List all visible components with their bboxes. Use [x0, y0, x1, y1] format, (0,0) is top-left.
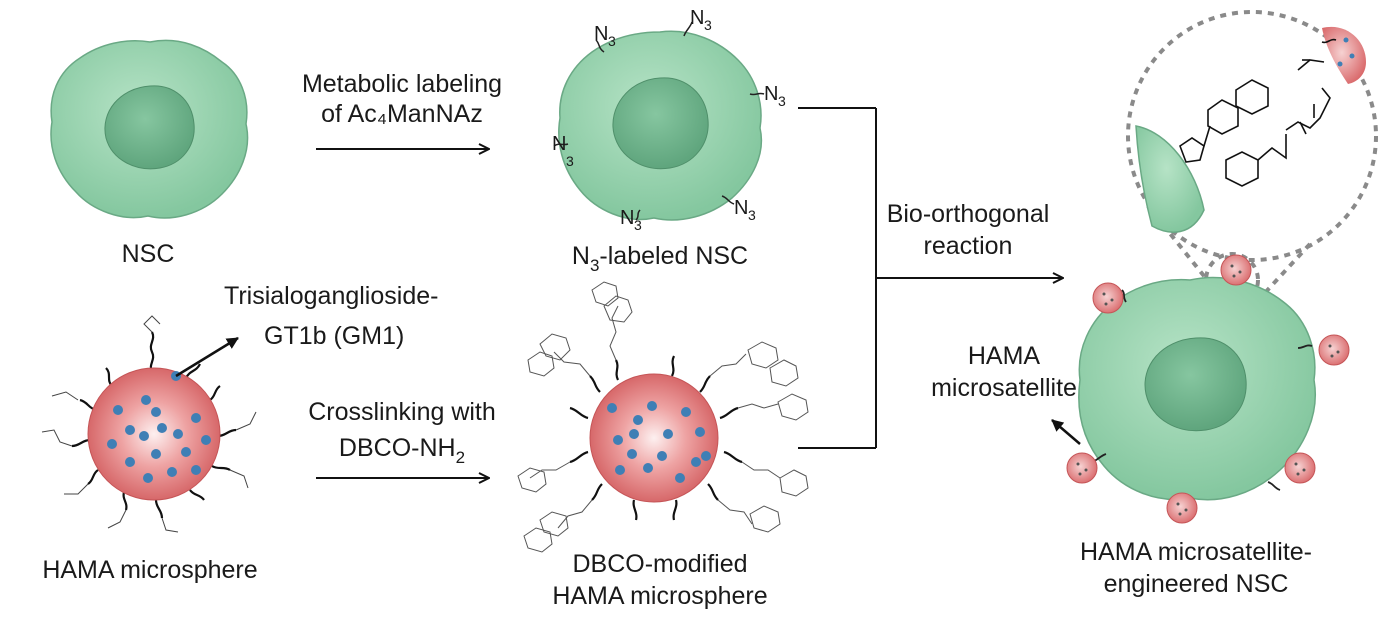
azide-group-5: N 3 [620, 207, 642, 233]
n3-labeled-nsc-cell [553, 21, 765, 221]
azide-group-1: N 3 [594, 23, 616, 49]
microsatellite-label-line2: microsatellite [931, 374, 1077, 402]
azide-n: N [734, 197, 748, 219]
azide-group-4: N 3 [552, 133, 574, 169]
engineered-label-line1: HAMA microsatellite- [1080, 538, 1312, 566]
engineered-label-line2: engineered NSC [1104, 570, 1289, 598]
hama-microsphere-label: HAMA microsphere [42, 556, 257, 584]
azide-sub: 3 [704, 17, 712, 33]
azide-sub: 3 [778, 93, 786, 109]
azide-sub: 3 [608, 33, 616, 49]
crosslink-label-line1: Crosslinking with [308, 398, 496, 426]
azide-sub: 3 [748, 207, 756, 223]
nsc-cell [50, 39, 249, 219]
bio-orthogonal-label-line2: reaction [924, 232, 1013, 260]
azide-group-6: N 3 [734, 197, 756, 223]
engineered-nsc-cell [1066, 254, 1350, 524]
trisialoganglioside-label-line1: Trisialoganglioside- [224, 282, 438, 310]
azide-n: N [764, 83, 778, 105]
zoom-inset [1126, 10, 1378, 308]
nsc-label: NSC [122, 240, 175, 268]
azide-n: N [690, 7, 704, 29]
dbco-label-line2: HAMA microsphere [552, 582, 767, 610]
dbco-modified-microsphere [517, 281, 809, 553]
dbco-label-line1: DBCO-modified [572, 550, 747, 578]
trisialoganglioside-label-line2: GT1b (GM1) [264, 322, 404, 350]
n3-labeled-nsc-label: N3-labeled NSC [572, 242, 748, 275]
microsatellite-label-line1: HAMA [968, 342, 1041, 370]
hama-microsphere [41, 315, 257, 533]
crosslink-label-line2: DBCO-NH2 [339, 434, 465, 467]
azide-n: N [594, 23, 608, 45]
gm1-pointer-arrow [175, 336, 239, 378]
azide-group-3: N 3 [764, 83, 786, 109]
microsatellite-pointer-arrow [1051, 419, 1081, 445]
azide-n: N [552, 133, 566, 155]
metabolic-label-line2: of Ac₄ManNAz [321, 100, 483, 128]
azide-n: N [620, 207, 634, 229]
azide-sub: 3 [634, 217, 642, 233]
azide-sub: 3 [566, 153, 574, 169]
bio-orthogonal-label-line1: Bio-orthogonal [887, 200, 1050, 228]
merge-bracket [798, 107, 877, 449]
metabolic-label-line1: Metabolic labeling [302, 70, 502, 98]
azide-group-2: N 3 [690, 7, 712, 33]
